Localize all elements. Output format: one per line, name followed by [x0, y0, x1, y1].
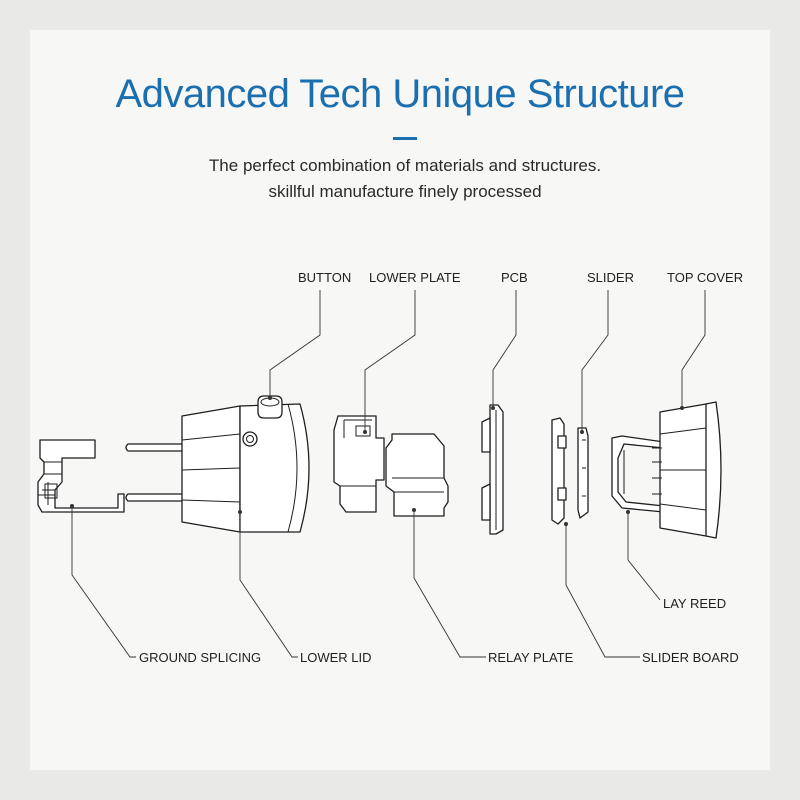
- label-slider: SLIDER: [587, 270, 634, 285]
- label-lower-lid: LOWER LID: [300, 650, 372, 665]
- slider-part: [577, 427, 589, 519]
- label-lower-plate: LOWER PLATE: [369, 270, 461, 285]
- lay-reed-part: [611, 435, 665, 513]
- label-button: BUTTON: [298, 270, 351, 285]
- slider-board-part: [551, 417, 567, 525]
- title-underline: [393, 137, 417, 140]
- top-cover-part: [652, 401, 722, 539]
- subtitle-line-2: skillful manufacture finely processed: [268, 182, 542, 201]
- label-ground-splicing: GROUND SPLICING: [139, 650, 261, 665]
- lower-plate-part: [333, 415, 385, 513]
- plug-pins: [125, 443, 186, 502]
- content-card: [30, 30, 770, 770]
- page-title: Advanced Tech Unique Structure: [115, 72, 685, 116]
- pcb-part: [481, 404, 504, 535]
- button-part: [257, 395, 283, 419]
- subtitle-line-1: The perfect combination of materials and…: [208, 156, 602, 175]
- leader-lines: [70, 290, 706, 658]
- label-pcb: PCB: [501, 270, 528, 285]
- label-top-cover: TOP COVER: [667, 270, 743, 285]
- label-relay-plate: RELAY PLATE: [488, 650, 574, 665]
- relay-plate-part: [385, 433, 449, 517]
- label-slider-board: SLIDER BOARD: [642, 650, 739, 665]
- ground-splicing-part: [37, 439, 125, 513]
- label-lay-reed: LAY REED: [663, 596, 726, 611]
- lower-lid-part: [181, 403, 310, 533]
